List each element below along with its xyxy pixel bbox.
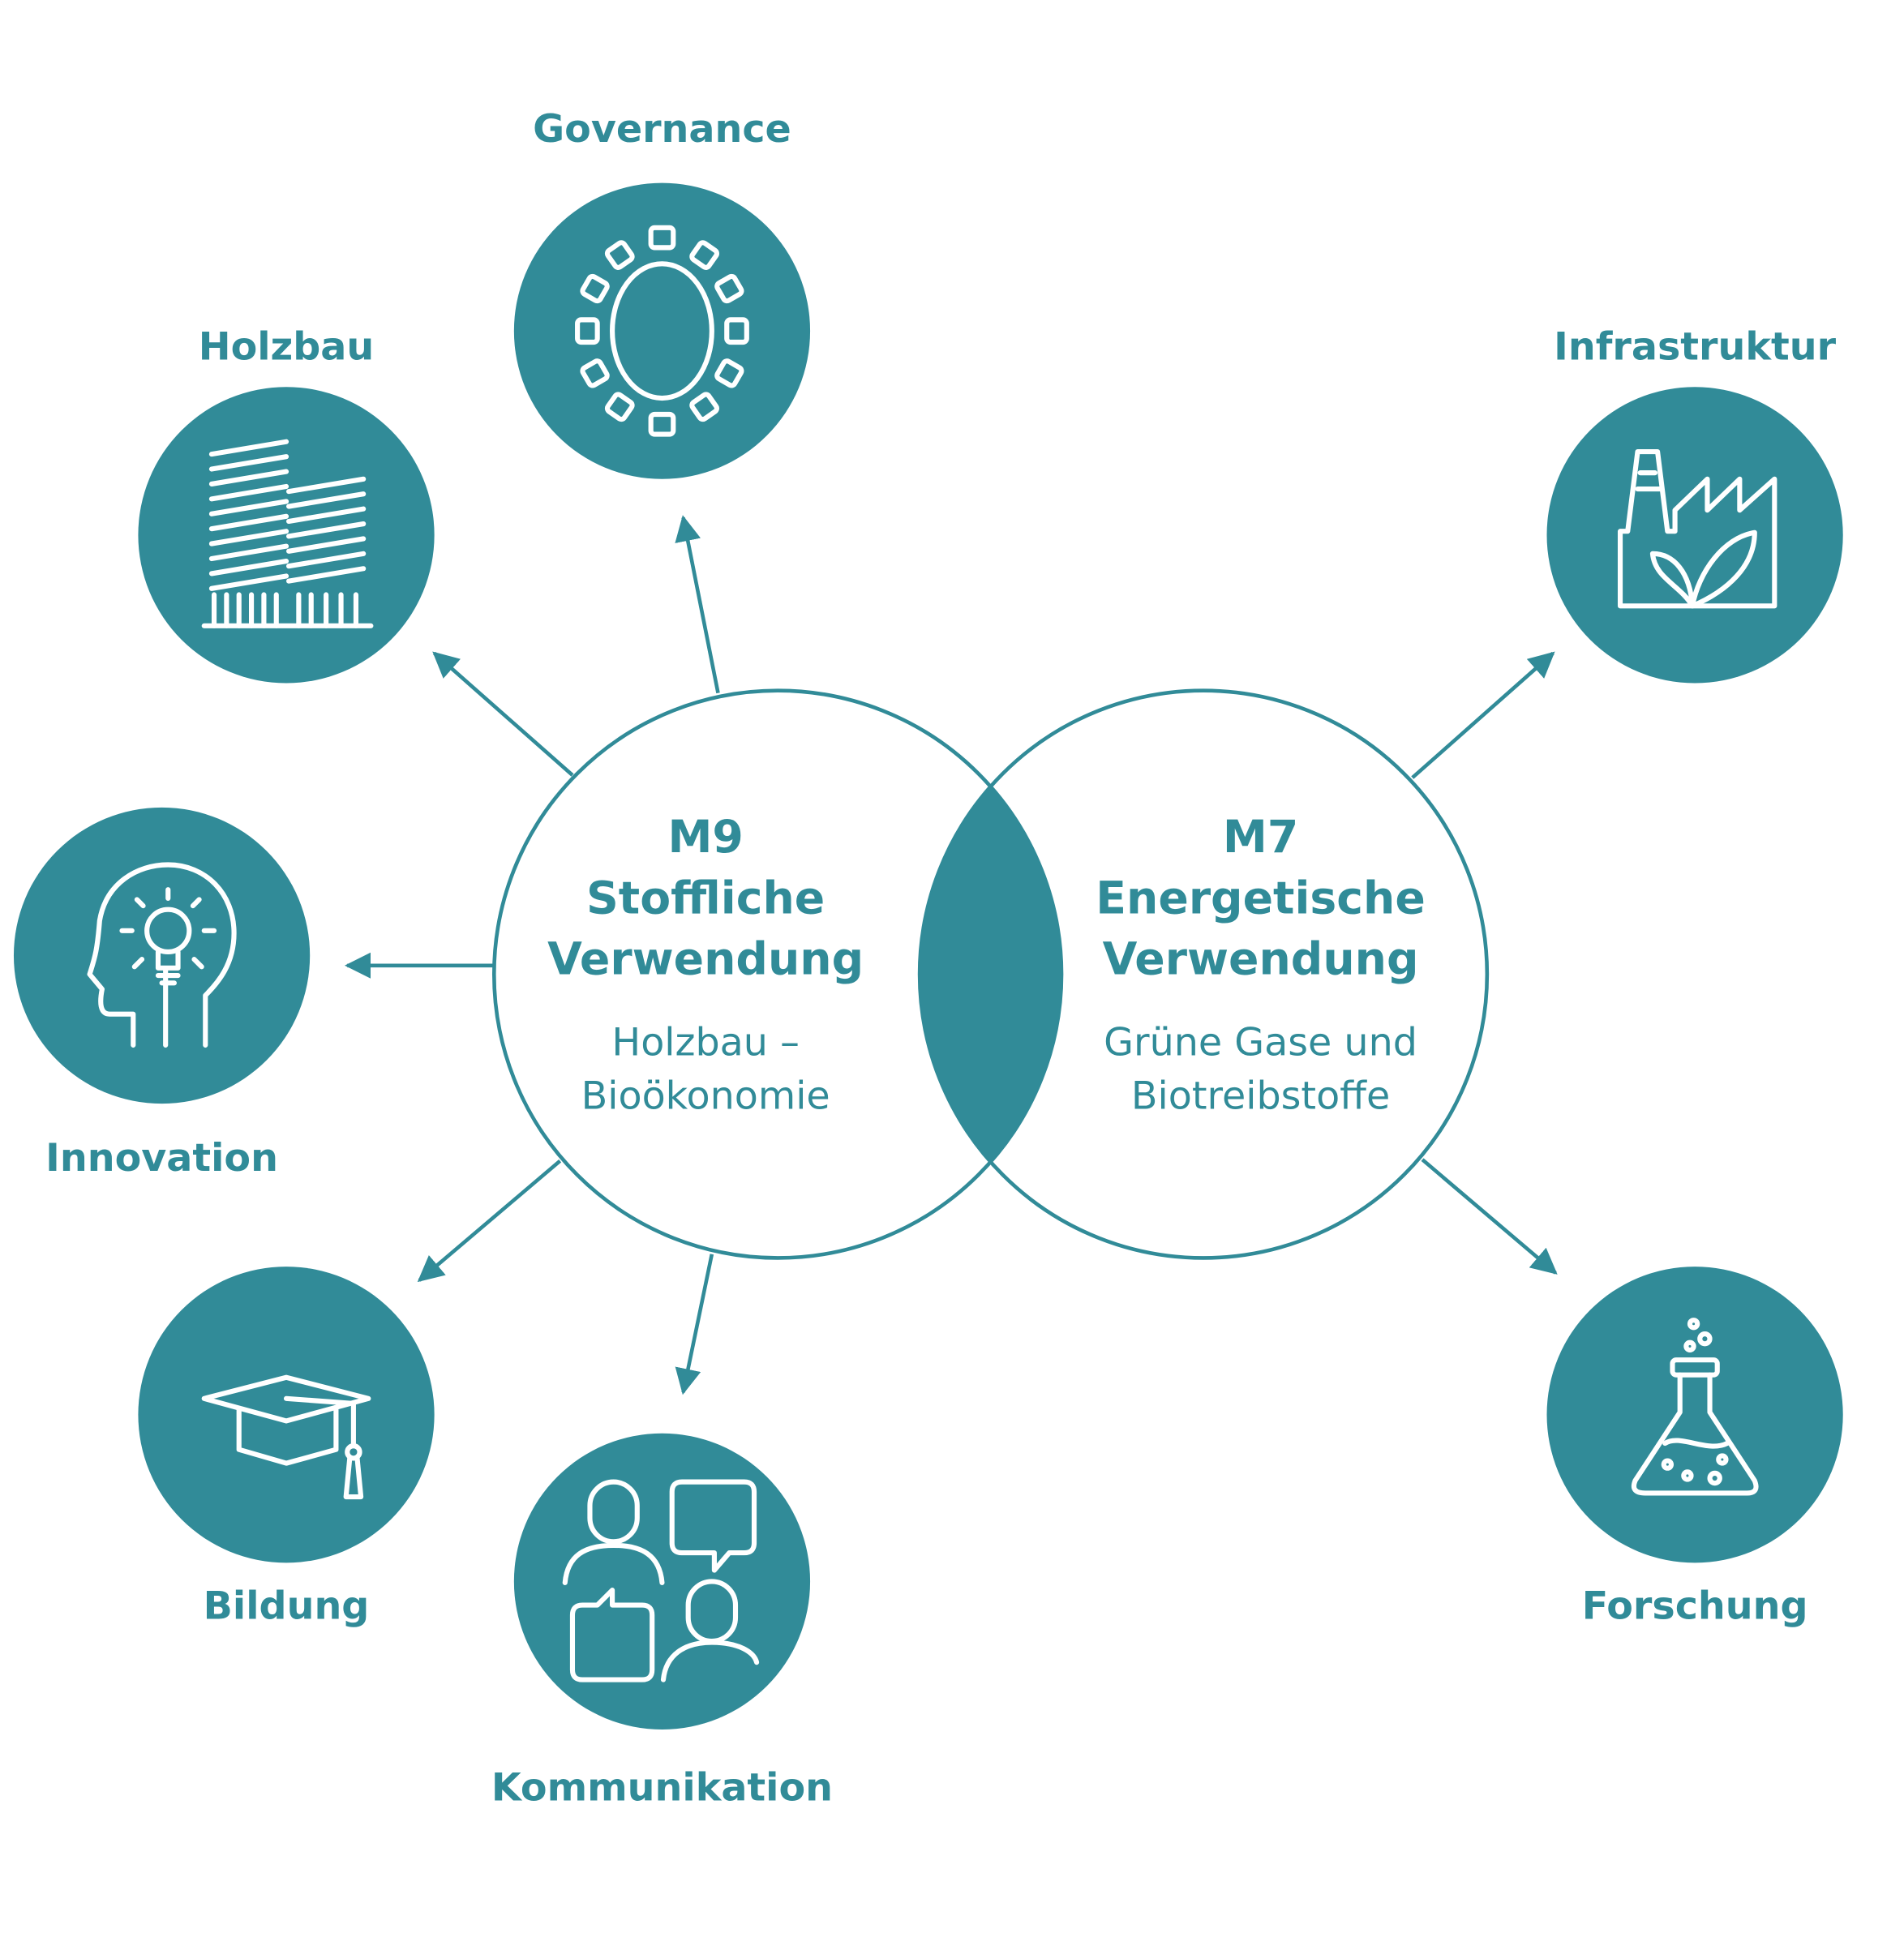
factory-leaf-icon [1617,448,1777,609]
label-forschung: Forschung [1582,1584,1808,1628]
round-table-icon [575,225,749,437]
graduation-cap-icon [201,1374,371,1500]
buildings-icon [201,439,374,628]
arrow-to-governance [675,515,720,694]
m9-sub-2: Bioökonomie [581,1074,830,1118]
node-bildung: Bildung [138,1267,435,1628]
overlap-lens [919,786,1062,1163]
arrow-to-bildung [417,1159,562,1283]
m7-code: M7 [1223,812,1298,864]
m9-title-2: Verwendung [547,934,864,986]
m9-sub-1: Holzbau – [611,1020,799,1065]
m9-title-1: Stoffliche [586,872,825,924]
arrow-to-forschung [1421,1158,1558,1275]
arrow-to-infrastruktur [1411,651,1555,779]
node-infrastruktur: Infrastruktur [1546,324,1843,684]
label-infrastruktur: Infrastruktur [1554,324,1836,369]
m7-sub-2: Biotreibstoffe [1131,1074,1390,1118]
m9-code: M9 [667,812,743,864]
node-innovation: Innovation [13,807,311,1181]
node-governance: Governance [513,107,811,479]
label-innovation: Innovation [45,1136,278,1181]
arrow-to-holzbau [432,651,574,777]
head-lightbulb-icon [87,862,237,1048]
m7-title-1: Energetische [1096,872,1426,924]
m7-title-2: Verwendung [1103,934,1419,986]
arrow-to-kommunikation [675,1254,714,1395]
label-governance: Governance [533,107,791,152]
label-kommunikation: Kommunikation [491,1765,833,1810]
node-holzbau: Holzbau [138,324,435,684]
flask-icon [1631,1318,1759,1496]
label-holzbau: Holzbau [199,324,374,369]
m7-sub-1: Grüne Gase und [1104,1020,1417,1065]
node-forschung: Forschung [1546,1267,1843,1628]
node-kommunikation: Kommunikation [491,1433,833,1810]
label-bildung: Bildung [204,1584,370,1628]
people-chat-icon [562,1479,760,1682]
